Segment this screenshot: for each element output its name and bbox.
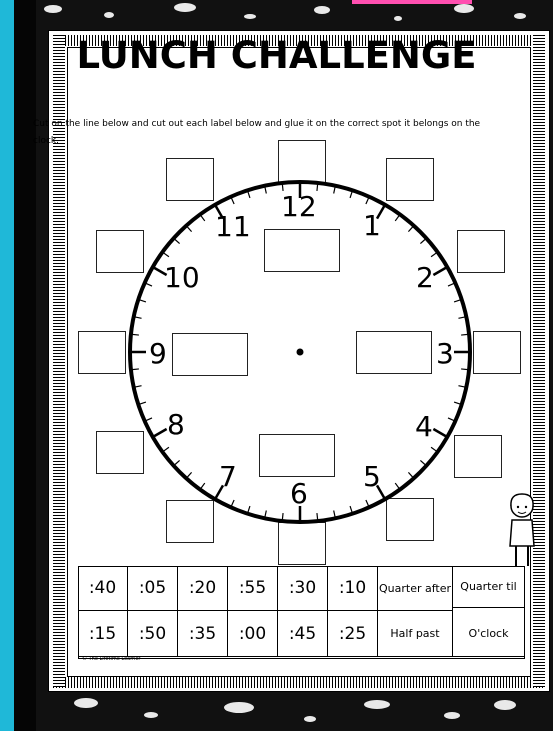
clock-number-11: 11 bbox=[215, 210, 251, 243]
clock-number-12: 12 bbox=[281, 190, 317, 223]
clock-center bbox=[297, 349, 304, 356]
clock-tick bbox=[433, 267, 447, 275]
label-cell-row2-1[interactable]: :50 bbox=[128, 611, 178, 657]
clock-number-9: 9 bbox=[149, 337, 167, 370]
clock-number-10: 10 bbox=[164, 261, 200, 294]
clock-number-4: 4 bbox=[415, 410, 433, 443]
clock-number-6: 6 bbox=[290, 477, 308, 510]
clock-number-3: 3 bbox=[436, 337, 454, 370]
clock-number-2: 2 bbox=[416, 261, 434, 294]
clock-number-1: 1 bbox=[363, 209, 381, 242]
label-box-9-inner[interactable] bbox=[172, 333, 248, 376]
label-cell-row1-5[interactable]: :10 bbox=[328, 566, 378, 611]
label-cell-row2-2[interactable]: :35 bbox=[178, 611, 228, 657]
label-cell-row1-0[interactable]: :40 bbox=[78, 566, 128, 611]
clock-tick bbox=[433, 429, 447, 437]
clock-number-5: 5 bbox=[363, 460, 381, 493]
label-box-6-inner[interactable] bbox=[259, 434, 335, 477]
clock-number-8: 8 bbox=[167, 408, 185, 441]
label-cell-row2-5[interactable]: :25 bbox=[328, 611, 378, 657]
label-cell-row2-3[interactable]: :00 bbox=[228, 611, 278, 657]
label-cell-row1-6[interactable]: Quarter after bbox=[378, 566, 453, 611]
clock-tick bbox=[153, 429, 167, 437]
girl-illustration bbox=[500, 492, 544, 570]
label-box-12-inner[interactable] bbox=[264, 229, 340, 272]
label-cell-row1-4[interactable]: :30 bbox=[278, 566, 328, 611]
label-cell-row1-1[interactable]: :05 bbox=[128, 566, 178, 611]
label-cell-row2-0[interactable]: :15 bbox=[78, 611, 128, 657]
label-cell-row1-3[interactable]: :55 bbox=[228, 566, 278, 611]
label-cell-row1-7[interactable]: Quarter til bbox=[453, 566, 525, 608]
label-cell-row2-4[interactable]: :45 bbox=[278, 611, 328, 657]
label-box-3-inner[interactable] bbox=[356, 331, 432, 374]
label-cell-row1-2[interactable]: :20 bbox=[178, 566, 228, 611]
label-cell-row2-7[interactable]: O'clock bbox=[453, 611, 525, 657]
clock-number-7: 7 bbox=[219, 460, 237, 493]
copyright-text: © The Lifetime Learner bbox=[82, 656, 140, 662]
label-cell-row2-6[interactable]: Half past bbox=[378, 611, 453, 657]
